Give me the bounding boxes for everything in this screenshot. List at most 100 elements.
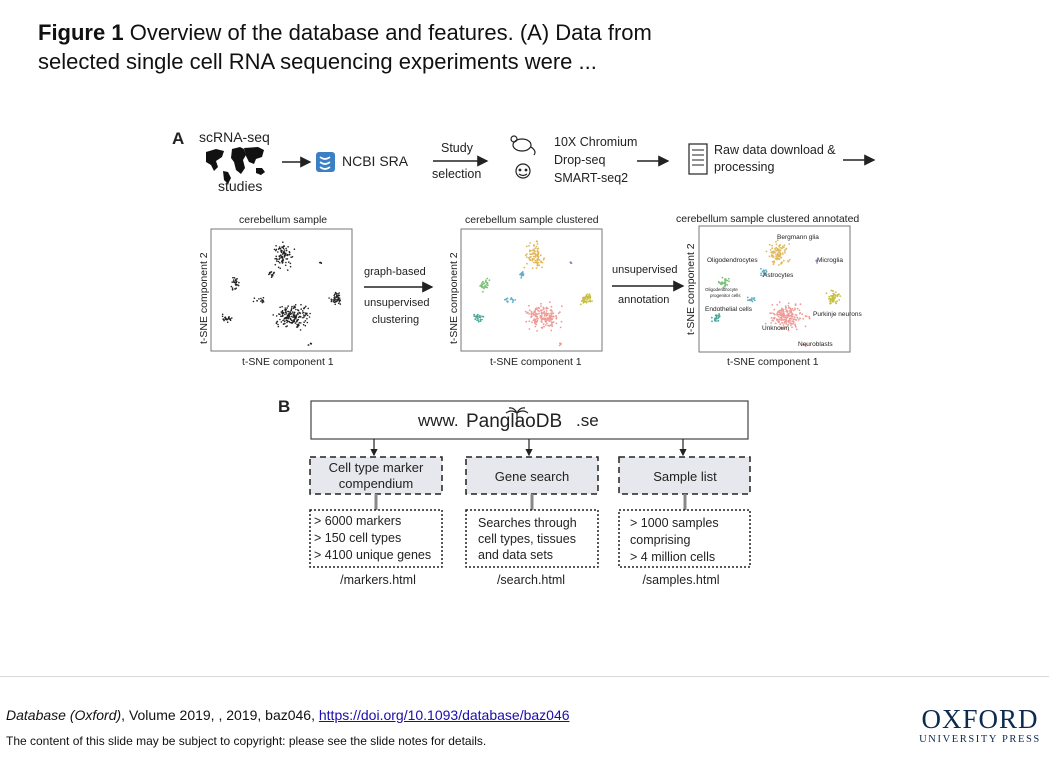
scatter-point bbox=[222, 318, 224, 321]
scatter-point bbox=[482, 290, 484, 293]
scatter-point bbox=[541, 326, 544, 329]
scatter-point bbox=[772, 312, 775, 315]
scatter-point bbox=[535, 321, 538, 323]
scatter-point bbox=[546, 312, 549, 315]
scatter-point bbox=[275, 245, 277, 247]
scatter-point bbox=[546, 314, 549, 316]
scatter-point bbox=[762, 275, 764, 277]
scatter-point bbox=[290, 307, 293, 309]
scatter-point bbox=[291, 305, 293, 308]
scatter-point bbox=[791, 312, 794, 315]
scatter-point bbox=[262, 296, 265, 299]
scatter-point bbox=[297, 316, 300, 319]
feature-page-1[interactable]: /markers.html bbox=[340, 573, 416, 587]
url-box bbox=[310, 400, 749, 440]
scatter-point bbox=[785, 306, 787, 309]
scatter-point bbox=[804, 345, 807, 348]
scatter-point bbox=[549, 316, 552, 318]
scatter-point bbox=[830, 289, 833, 292]
scatter-point bbox=[308, 316, 311, 318]
scatter-point bbox=[798, 317, 801, 320]
annot-bergmann: Bergmann glia bbox=[777, 234, 819, 241]
scatter-point bbox=[794, 307, 796, 310]
scatter-point bbox=[782, 314, 785, 317]
feature-title-1b: compendium bbox=[339, 476, 413, 491]
tech-label-1: 10X Chromium bbox=[554, 135, 637, 149]
ncbi-icon bbox=[316, 152, 335, 172]
scatter-point bbox=[720, 283, 722, 286]
scatter-point bbox=[268, 271, 271, 274]
scatter-point bbox=[771, 244, 773, 247]
scatter-point bbox=[486, 277, 489, 280]
scatter-point bbox=[514, 299, 517, 301]
scatter-point bbox=[751, 297, 753, 299]
scatter-point bbox=[534, 247, 537, 250]
scatter-point bbox=[775, 243, 778, 246]
scatter-point bbox=[815, 260, 818, 262]
feature-title-2a: Gene search bbox=[495, 469, 569, 484]
scatter-point bbox=[542, 323, 545, 326]
scatter-point bbox=[711, 320, 713, 323]
scatter-point bbox=[481, 283, 484, 286]
scatter-point bbox=[486, 282, 489, 285]
scatter-point bbox=[526, 312, 528, 314]
scatter-point bbox=[297, 309, 299, 311]
scatter-point bbox=[780, 261, 783, 264]
scatter-point bbox=[546, 317, 549, 319]
scatter-point bbox=[804, 325, 807, 328]
tech-label-3: SMART-seq2 bbox=[554, 171, 628, 185]
scatter-point bbox=[290, 315, 293, 318]
scatter-point bbox=[775, 240, 777, 243]
scatter-point bbox=[541, 318, 544, 320]
step1-line1: graph-based bbox=[364, 266, 426, 278]
scatter-point bbox=[717, 317, 719, 320]
scatter-point bbox=[581, 300, 583, 303]
scatter-point bbox=[285, 247, 287, 250]
logo-main: OXFORD bbox=[921, 704, 1039, 734]
scatter-point bbox=[540, 260, 542, 262]
scatter-point bbox=[283, 250, 285, 253]
scatter-point bbox=[549, 317, 552, 320]
scatter-point bbox=[799, 312, 802, 314]
doi-link[interactable]: https://doi.org/10.1093/database/baz046 bbox=[318, 707, 570, 723]
plot3-title: cerebellum sample clustered annotated bbox=[676, 213, 859, 225]
scatter-point bbox=[784, 305, 787, 308]
scatter-point bbox=[770, 317, 773, 319]
scatter-point bbox=[724, 279, 727, 282]
scatter-point bbox=[477, 320, 480, 323]
scatter-point bbox=[550, 329, 553, 332]
scatter-point bbox=[781, 318, 784, 321]
scatter-point bbox=[727, 277, 730, 280]
scatter-point bbox=[292, 319, 294, 322]
scatter-point bbox=[485, 281, 487, 284]
feature-page-2[interactable]: /search.html bbox=[497, 573, 565, 587]
annot-unknown: Unknown bbox=[762, 325, 789, 332]
scatter-point bbox=[300, 322, 302, 324]
scatter-point bbox=[289, 262, 292, 265]
scatter-point bbox=[778, 258, 781, 260]
feature-page-3[interactable]: /samples.html bbox=[642, 573, 719, 587]
scatter-point bbox=[303, 316, 305, 318]
scatter-point bbox=[282, 247, 285, 250]
panel-b-label: B bbox=[278, 397, 290, 416]
scatter-point bbox=[293, 312, 296, 314]
scatter-point bbox=[771, 312, 773, 314]
scatter-point bbox=[479, 285, 481, 287]
scatter-point bbox=[753, 297, 756, 299]
scatter-point bbox=[543, 314, 546, 317]
scatter-point bbox=[230, 285, 233, 288]
scatter-point bbox=[232, 279, 235, 281]
oxford-logo[interactable]: OXFORD UNIVERSITY PRESS bbox=[916, 704, 1044, 746]
scatter-point bbox=[542, 308, 545, 311]
panel-a-label: A bbox=[172, 129, 184, 148]
scatter-point bbox=[557, 312, 560, 315]
scatter-point bbox=[550, 305, 553, 308]
scatter-point bbox=[279, 318, 281, 321]
scatter-point bbox=[290, 319, 293, 322]
feature-box-markers bbox=[309, 456, 443, 495]
scatter-point bbox=[721, 276, 724, 279]
source-label-1: scRNA-seq bbox=[199, 129, 270, 145]
step1-line2: unsupervised bbox=[364, 297, 429, 309]
scatter-point bbox=[777, 255, 780, 258]
scatter-point bbox=[235, 287, 237, 290]
